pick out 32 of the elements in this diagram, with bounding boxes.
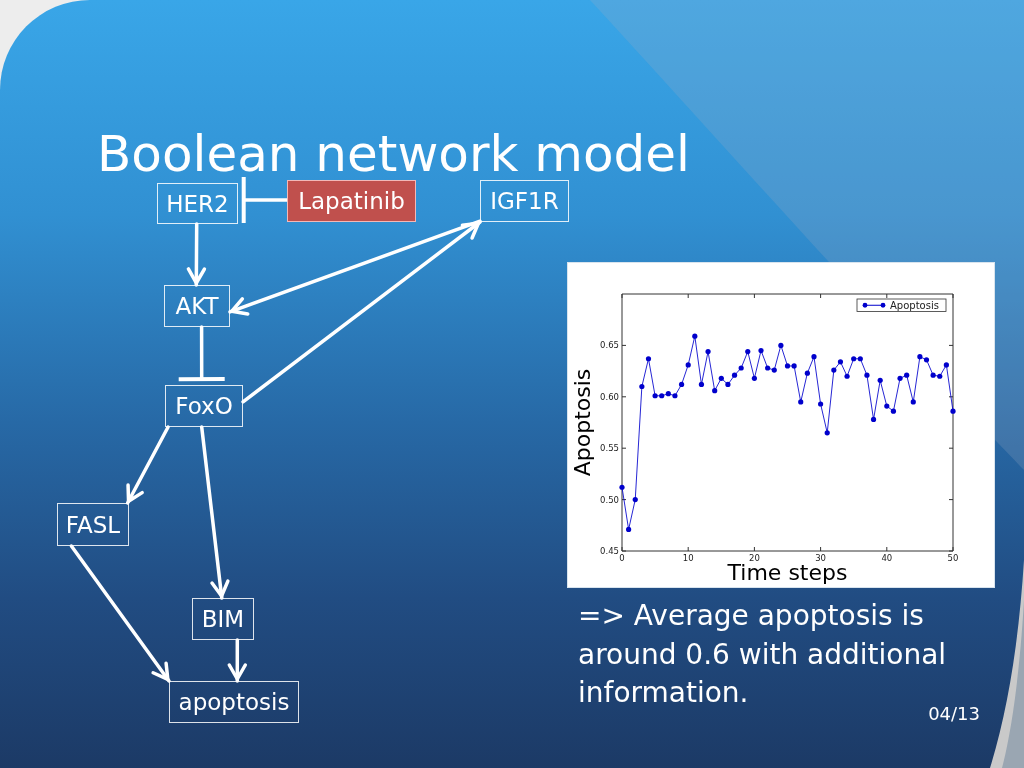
tick-label: 0.50 xyxy=(600,494,619,505)
tick-label: 40 xyxy=(881,553,893,563)
arrow xyxy=(186,222,207,287)
tick-label: 30 xyxy=(815,553,826,563)
inhibition-line xyxy=(176,325,227,382)
drug-node: Lapatinib xyxy=(287,180,416,222)
gene-node: IGF1R xyxy=(480,180,569,222)
axis-title: Apoptosis xyxy=(570,368,595,477)
slide-number: 04/13 xyxy=(927,702,980,726)
gene-node: HER2 xyxy=(157,183,238,224)
gene-node: FASL xyxy=(57,503,129,546)
outcome-node: apoptosis xyxy=(169,681,299,723)
arrow xyxy=(228,219,482,316)
tick-label: 10 xyxy=(682,553,694,563)
arrow xyxy=(69,544,171,683)
tick-label: 0.55 xyxy=(600,443,619,454)
arrow xyxy=(199,425,230,600)
gene-node: BIM xyxy=(192,598,254,640)
arrow xyxy=(227,638,248,683)
tick-label: 0 xyxy=(619,553,625,563)
tick-label: 0.60 xyxy=(600,391,619,402)
arrow xyxy=(241,220,482,404)
arrow xyxy=(125,425,170,505)
tick-label: 50 xyxy=(947,553,959,563)
gene-node: AKT xyxy=(164,285,230,327)
tick-label: 0.45 xyxy=(600,546,619,556)
legend-label: Apoptosis xyxy=(890,299,939,311)
tick-label: 0.65 xyxy=(600,340,619,351)
gene-node: FoxO xyxy=(165,385,243,427)
axis-title: Time steps xyxy=(727,560,848,585)
inhibition-line xyxy=(241,175,289,225)
tick-label: 20 xyxy=(749,553,760,563)
